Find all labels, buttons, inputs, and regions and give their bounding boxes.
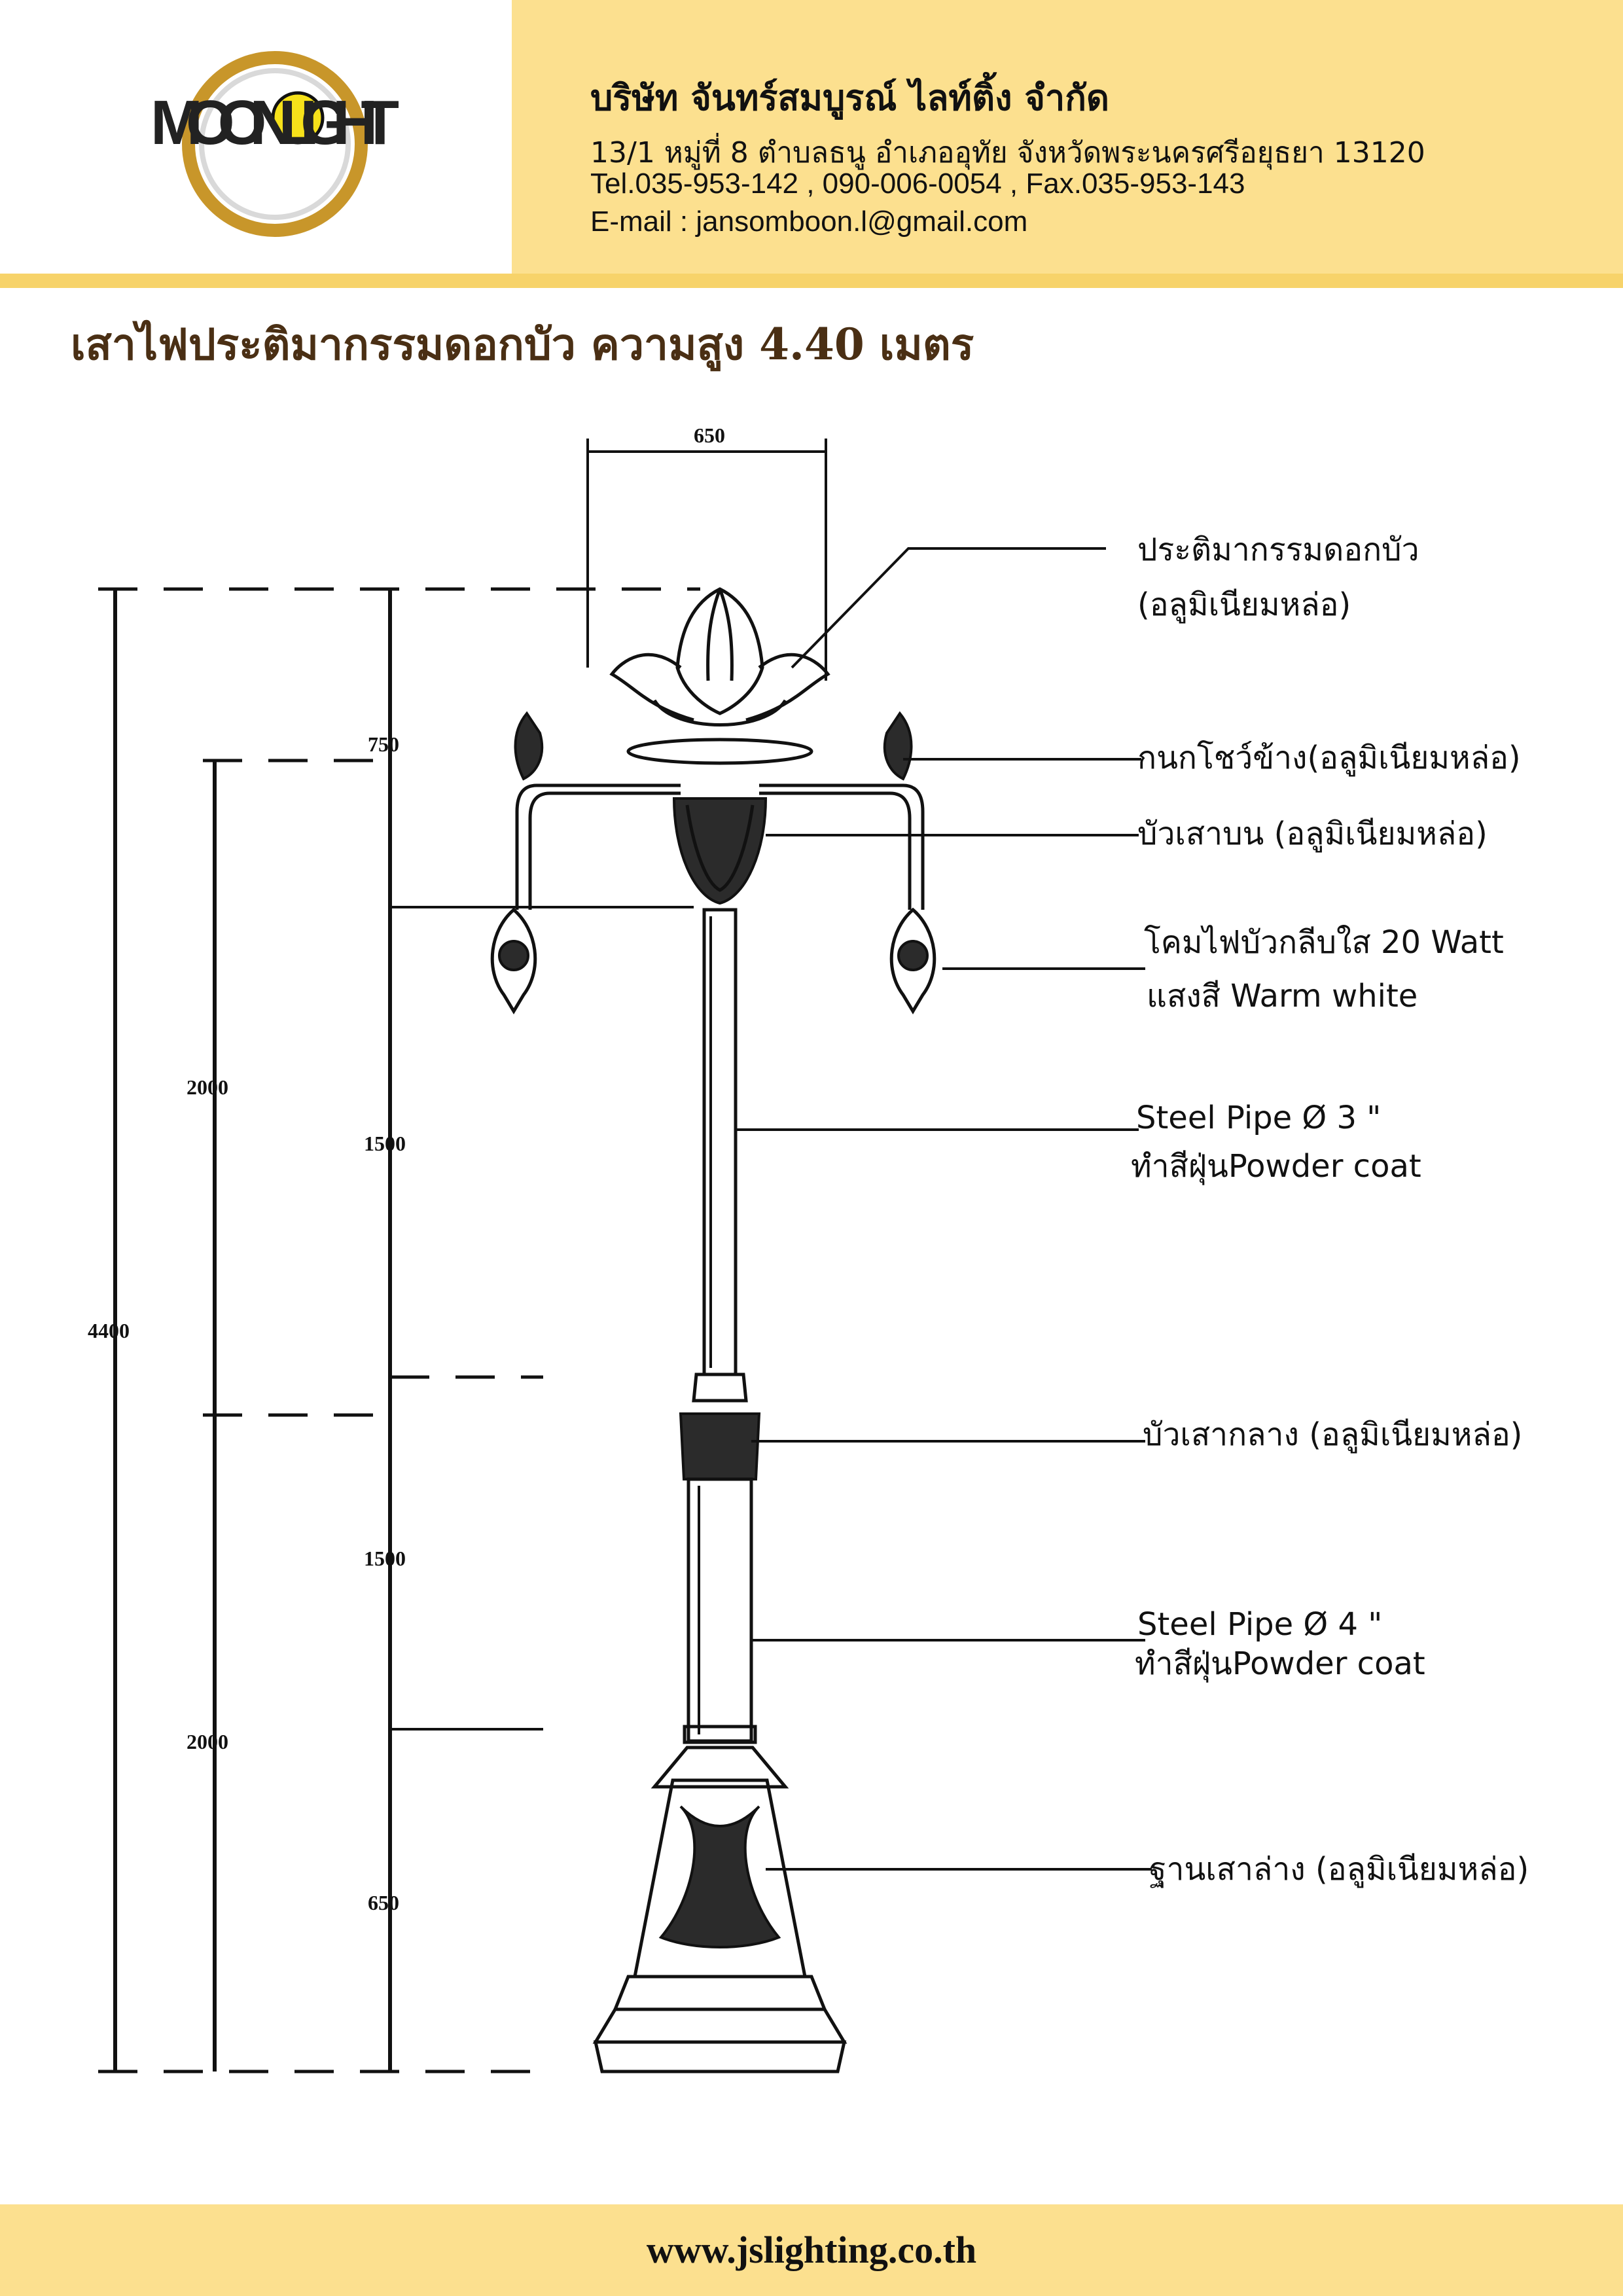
logo-inner-ring bbox=[199, 68, 351, 220]
dim-750-label: 750 bbox=[368, 732, 399, 756]
dim-top-width: 650 bbox=[586, 423, 827, 681]
side-arms bbox=[515, 783, 925, 910]
header: MOON LIGHT บริษัท จันทร์สมบูรณ์ ไลท์ติ้ง… bbox=[0, 0, 1623, 288]
dim-2000-lower-label: 2000 bbox=[187, 1730, 228, 1753]
steel-pipe-4in bbox=[683, 1477, 757, 1744]
dim-segment-chain: 750 1500 1500 650 bbox=[364, 589, 694, 2072]
callout-pipe3-finish: ทำสีฝุ่นPowder coat bbox=[1131, 1148, 1421, 1185]
dim-1500-lower-label: 1500 bbox=[364, 1547, 406, 1570]
company-email: E-mail : jansomboon.l@gmail.com bbox=[590, 206, 1028, 238]
company-tel: Tel.035-953-142 , 090-006-0054 , Fax.035… bbox=[590, 168, 1245, 200]
callout-middle-lotus: บัวเสากลาง (อลูมิเนียมหล่อ) bbox=[1143, 1416, 1522, 1454]
header-underline bbox=[0, 274, 1623, 288]
dim-2000-upper-label: 2000 bbox=[187, 1075, 228, 1099]
callout-lamp-color: แสงสี Warm white bbox=[1147, 978, 1418, 1014]
upper-lotus-collar bbox=[672, 797, 768, 905]
dim-1500-upper-label: 1500 bbox=[364, 1132, 406, 1155]
pole-drawing: 650 4400 2000 2000 750 1500 1500 650 bbox=[88, 423, 1529, 2073]
logo-bulb-icon bbox=[271, 91, 325, 145]
footer: www.jslighting.co.th bbox=[0, 2204, 1623, 2296]
steel-pipe-3in bbox=[702, 908, 738, 1376]
dim-top-width-label: 650 bbox=[694, 423, 725, 447]
logo-ring bbox=[182, 51, 368, 237]
logo-text: MOON LIGHT bbox=[151, 88, 399, 158]
callout-side-finial: กนกโชว์ข้าง(อลูมิเนียมหล่อ) bbox=[1137, 740, 1521, 777]
header-band bbox=[512, 0, 1623, 274]
dim-total-height: 4400 bbox=[88, 587, 700, 2073]
callout-pipe4-finish: ทำสีฝุ่นPowder coat bbox=[1135, 1645, 1425, 1683]
dim-total-height-label: 4400 bbox=[88, 1319, 130, 1342]
website-link[interactable]: www.jslighting.co.th bbox=[646, 2229, 977, 2271]
company-address: 13/1 หมู่ที่ 8 ตำบลธนู อำเภออุทัย จังหวั… bbox=[590, 136, 1425, 170]
callout-lotus-title: ประติมากรรมดอกบัว bbox=[1137, 531, 1419, 568]
lotus-sculpture bbox=[609, 587, 830, 765]
callout-pipe4-size: Steel Pipe Ø 4 " bbox=[1137, 1606, 1382, 1643]
dim-650-label: 650 bbox=[368, 1891, 399, 1914]
hanging-lamps bbox=[490, 907, 936, 1014]
base bbox=[592, 1746, 847, 2073]
callout-upper-lotus: บัวเสาบน (อลูมิเนียมหล่อ) bbox=[1137, 816, 1488, 853]
callout-lotus-material: (อลูมิเนียมหล่อ) bbox=[1137, 586, 1351, 624]
callout-lamp-spec: โคมไฟบัวกลีบใส 20 Watt bbox=[1144, 924, 1504, 961]
callout-base: ฐานเสาล่าง (อลูมิเนียมหล่อ) bbox=[1149, 1851, 1529, 1888]
dim-2000-pair: 2000 2000 bbox=[187, 759, 386, 2072]
callout-pipe3-size: Steel Pipe Ø 3 " bbox=[1136, 1100, 1381, 1136]
moon-light-logo: MOON LIGHT bbox=[151, 51, 399, 237]
side-finials bbox=[514, 711, 913, 781]
middle-lotus-collar bbox=[679, 1372, 761, 1480]
company-name: บริษัท จันทร์สมบูรณ์ ไลท์ติ้ง จำกัด bbox=[590, 77, 1109, 118]
page-title: เสาไฟประติมากรรมดอกบัว ความสูง 4.40 เมตร bbox=[71, 319, 974, 370]
callout-leaders bbox=[736, 547, 1152, 1871]
